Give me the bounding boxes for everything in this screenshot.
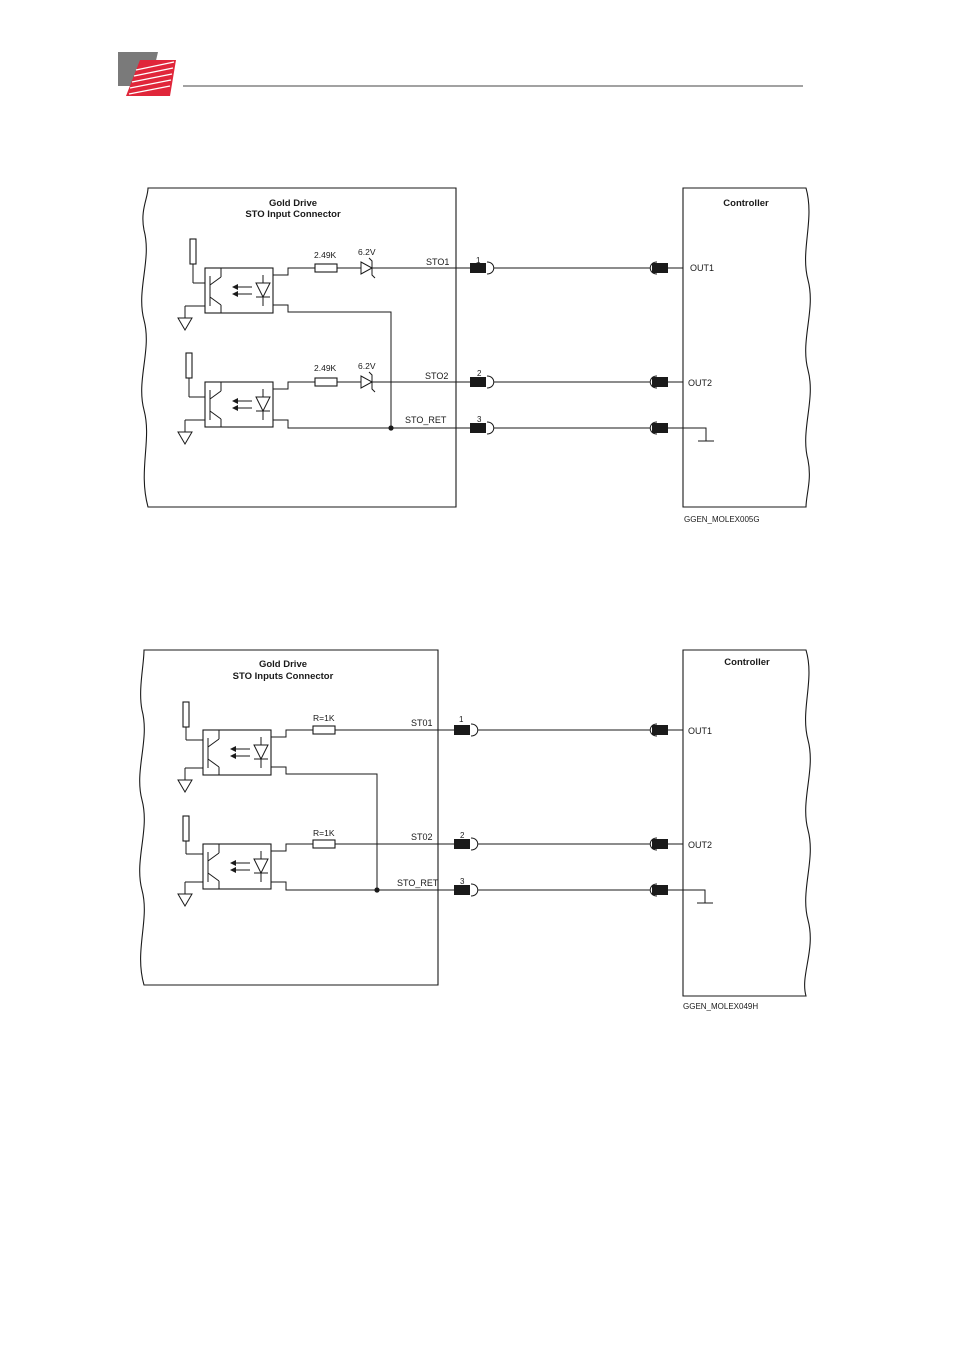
signal-st01-label: ST01 xyxy=(411,718,433,728)
wire-sto1-internal xyxy=(273,268,315,275)
optocoupler-2 xyxy=(178,353,273,444)
pin-3-label: 3 xyxy=(460,877,465,886)
controller-pin-out1 xyxy=(652,725,668,735)
resistor-2 xyxy=(313,840,335,848)
controller-pin-ret xyxy=(652,423,668,433)
wire-st02-internal xyxy=(271,844,313,851)
wire-st01-internal xyxy=(271,730,313,737)
signal-sto-ret-label: STO_RET xyxy=(405,415,447,425)
resistor-1 xyxy=(313,726,335,734)
resistor-2 xyxy=(315,378,337,386)
controller-pin-out2 xyxy=(652,377,668,387)
plug-pin-3 xyxy=(470,423,486,433)
controller-out2-label: OUT2 xyxy=(688,840,712,850)
signal-sto-ret-label: STO_RET xyxy=(397,878,439,888)
sto-wiring-diagram-2: Gold Drive STO Inputs Connector Controll… xyxy=(140,650,811,1011)
drive-subtitle: STO Inputs Connector xyxy=(233,671,334,682)
resistor-2-label: R=1K xyxy=(313,828,335,838)
controller-pin-out2 xyxy=(652,839,668,849)
plug-pin-1 xyxy=(454,725,470,735)
controller-pin-out1 xyxy=(652,263,668,273)
resistor-2-label: 2.49K xyxy=(314,363,337,373)
pin-2-label: 2 xyxy=(460,831,465,840)
pin-3-label: 3 xyxy=(477,415,482,424)
resistor-1-label: 2.49K xyxy=(314,250,337,260)
optocoupler-1 xyxy=(178,239,273,330)
plug-pin-3 xyxy=(454,885,470,895)
company-logo xyxy=(118,52,176,96)
resistor-1-label: R=1K xyxy=(313,713,335,723)
figure-id: GGEN_MOLEX049H xyxy=(683,1002,758,1011)
controller-ground xyxy=(668,890,705,903)
controller-title: Controller xyxy=(723,198,769,209)
pin-2-label: 2 xyxy=(477,369,482,378)
controller-out2-label: OUT2 xyxy=(688,378,712,388)
junction-dot xyxy=(388,425,393,430)
resistor-1 xyxy=(315,264,337,272)
signal-sto1-label: STO1 xyxy=(426,257,449,267)
controller-box xyxy=(683,650,810,996)
optocoupler-1 xyxy=(178,702,271,792)
controller-box xyxy=(683,188,810,507)
figure-id: GGEN_MOLEX005G xyxy=(684,515,760,524)
drive-box xyxy=(142,188,456,507)
zener-2-label: 6.2V xyxy=(358,361,376,371)
junction-dot xyxy=(374,887,379,892)
controller-out1-label: OUT1 xyxy=(688,726,712,736)
plug-pin-2 xyxy=(454,839,470,849)
pin-1-label: 1 xyxy=(459,715,464,724)
plug-pin-2 xyxy=(470,377,486,387)
plug-pin-1 xyxy=(470,263,486,273)
zener-1-label: 6.2V xyxy=(358,247,376,257)
optocoupler-2 xyxy=(178,816,271,906)
drive-title: Gold Drive xyxy=(269,198,317,209)
sto-wiring-diagram-1: Gold Drive STO Input Connector Controlle… xyxy=(142,188,811,524)
signal-st02-label: ST02 xyxy=(411,832,433,842)
drive-box xyxy=(140,650,438,985)
wire-sto2-internal xyxy=(273,382,315,389)
drive-subtitle: STO Input Connector xyxy=(245,209,341,220)
controller-title: Controller xyxy=(724,657,770,668)
signal-sto2-label: STO2 xyxy=(425,371,448,381)
drive-title: Gold Drive xyxy=(259,659,307,670)
controller-pin-ret xyxy=(652,885,668,895)
controller-out1-label: OUT1 xyxy=(690,263,714,273)
controller-ground xyxy=(668,428,706,441)
